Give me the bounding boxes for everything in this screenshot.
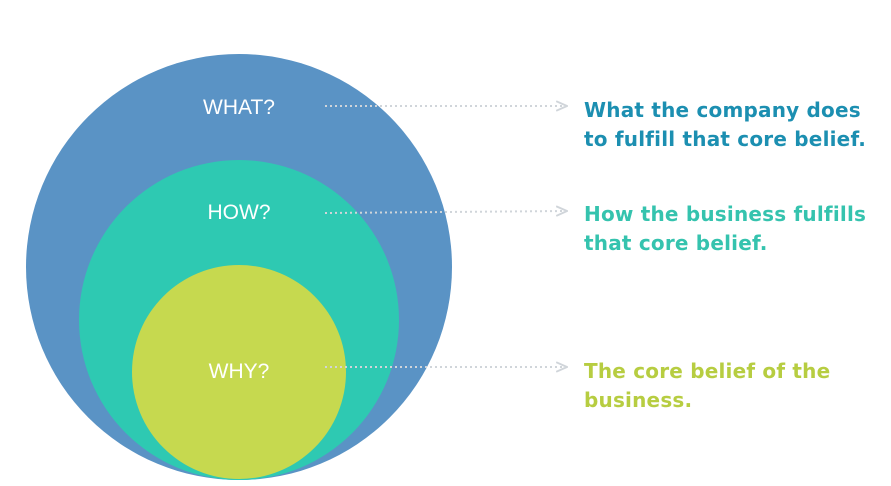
how-circle-label: HOW?	[208, 201, 271, 224]
how-description: How the business fulfills that core beli…	[584, 200, 866, 258]
what-circle-label: WHAT?	[203, 96, 275, 119]
why-description: The core belief of the business.	[584, 357, 830, 415]
why-description-line-1: The core belief of the	[584, 359, 831, 383]
how-description-line-1: How the business fulfills	[584, 202, 867, 226]
why-circle-label: WHY?	[209, 360, 270, 383]
what-description-line-1: What the company does	[584, 98, 861, 122]
what-description-line-2: to fulfill that core belief.	[584, 127, 867, 151]
why-circle	[132, 265, 346, 479]
why-description-line-2: business.	[584, 388, 693, 412]
what-description: What the company does to fulfill that co…	[584, 96, 866, 154]
how-connector-arrow	[324, 211, 567, 213]
how-description-line-2: that core belief.	[584, 231, 768, 255]
